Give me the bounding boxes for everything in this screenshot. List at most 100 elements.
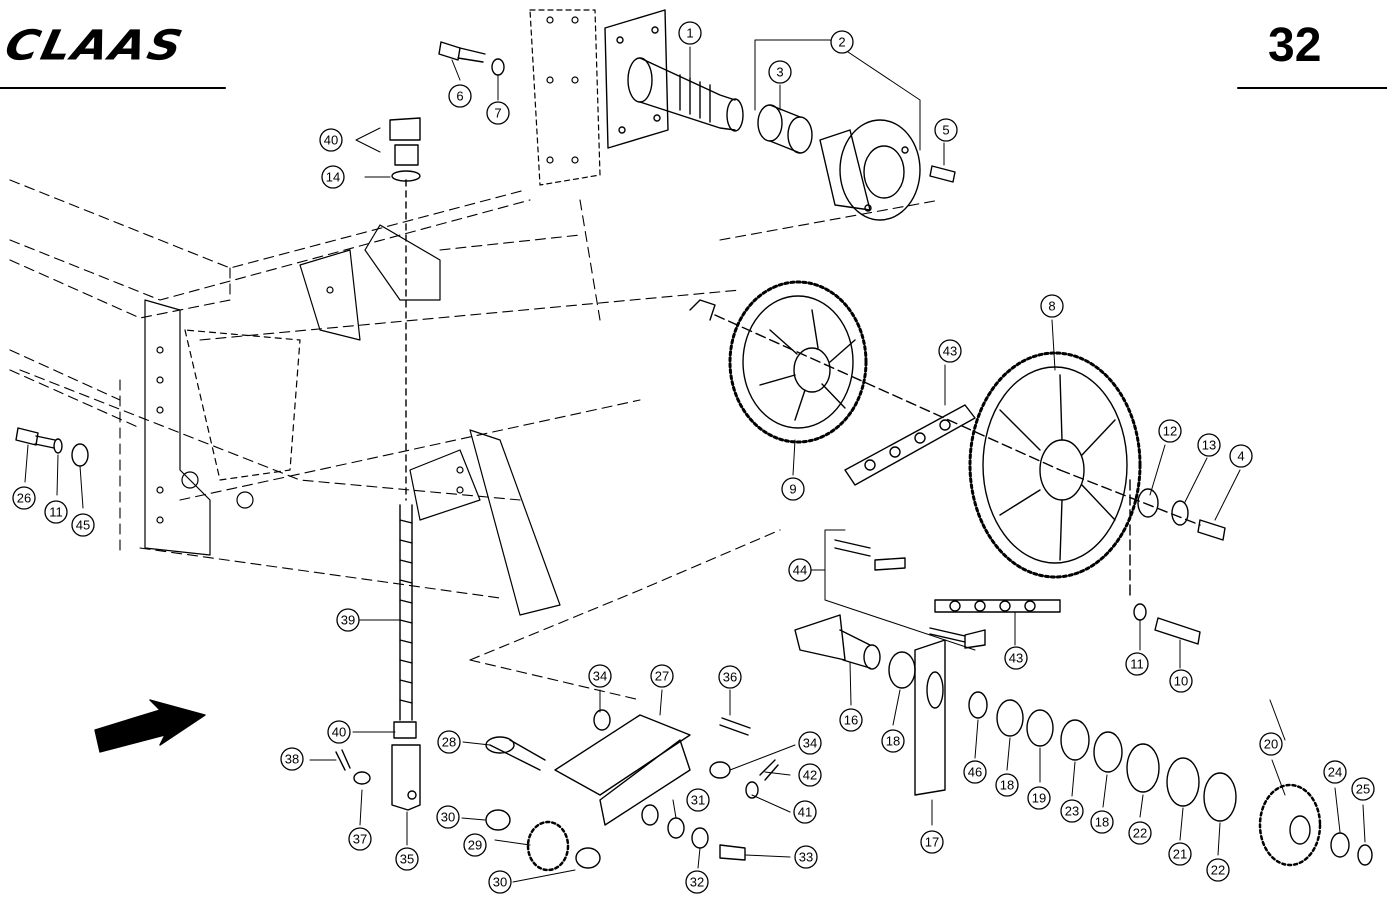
callout-circle [1060,799,1084,823]
callout-circle [1168,842,1192,866]
callout-c18c: 18 [1090,810,1114,834]
callout-circle [685,870,709,894]
callout-circle [793,800,817,824]
callout-circle [327,720,351,744]
callout-c16: 16 [839,708,863,732]
callout-label: 33 [799,850,813,865]
callout-label: 25 [1356,782,1370,797]
callout-label: 17 [925,835,939,850]
callout-c32a: 32 [685,870,709,894]
callout-label: 38 [285,752,299,767]
callout-label: 40 [324,133,338,148]
callout-c12: 12 [1158,419,1182,443]
callout-c40a: 40 [319,128,343,152]
callout-circle [448,84,472,108]
callout-layer: 1234567891011111213141617181818192021222… [12,21,1375,894]
sprocket-large-left [689,280,1061,471]
callout-c34b: 34 [798,731,822,755]
callout-circle [798,731,822,755]
callout-label: 2 [838,35,845,50]
callout-circle [1027,786,1051,810]
callout-c41: 41 [793,800,817,824]
bolt-parts-left [15,427,89,467]
callout-c26: 26 [12,486,36,510]
callout-label: 8 [1048,299,1055,314]
callout-circle [336,608,360,632]
callout-circle [1197,433,1221,457]
sprocket-fastener-parts [1133,488,1226,645]
callout-c18a: 18 [881,729,905,753]
callout-c43a: 43 [938,339,962,363]
flanged-hub-part [819,119,921,221]
callout-c18b: 18 [995,773,1019,797]
callout-label: 19 [1032,791,1046,806]
callout-circle [588,664,612,688]
callout-c2: 2 [830,30,854,54]
callout-c11b: 11 [1125,652,1149,676]
callout-label: 18 [1095,815,1109,830]
callout-c34a: 34 [588,664,612,688]
callout-circle [788,558,812,582]
callout-c22b: 22 [1206,858,1230,882]
callout-label: 35 [400,852,414,867]
callout-c22a: 22 [1128,821,1152,845]
callout-circle [768,60,792,84]
callout-label: 16 [844,713,858,728]
callout-circle [319,128,343,152]
callout-circle [12,486,36,510]
callout-c14: 14 [321,165,345,189]
callout-label: 22 [1133,826,1147,841]
bolt-parts-top [438,41,956,183]
callout-label: 34 [803,736,817,751]
callout-label: 34 [593,669,607,684]
callout-circle [963,760,987,784]
callout-circle [321,165,345,189]
callout-c45: 45 [71,513,95,537]
callout-circle [1040,294,1064,318]
callout-label: 44 [793,563,807,578]
callout-c5: 5 [934,118,958,142]
callout-label: 43 [1009,651,1023,666]
callout-c9: 9 [781,477,805,501]
callout-label: 13 [1202,438,1216,453]
callout-c33: 33 [794,845,818,869]
callout-circle [881,729,905,753]
callout-circle [1125,652,1149,676]
callout-circle [1090,810,1114,834]
callout-c30a: 30 [436,805,460,829]
callout-c36: 36 [718,665,742,689]
callout-circle [395,847,419,871]
callout-circle [794,845,818,869]
callout-label: 37 [353,832,367,847]
callout-circle [718,665,742,689]
callout-label: 42 [803,768,817,783]
callout-label: 46 [968,765,982,780]
callout-circle [1229,444,1253,468]
callout-c21: 21 [1168,842,1192,866]
callout-label: 21 [1173,847,1187,862]
callout-label: 18 [886,734,900,749]
callout-c20: 20 [1259,732,1283,756]
callout-c38: 38 [280,747,304,771]
callout-circle [1323,760,1347,784]
callout-label: 5 [942,123,949,138]
callout-label: 28 [442,735,456,750]
callout-label: 20 [1264,737,1278,752]
callout-circle [71,513,95,537]
callout-circle [650,664,674,688]
callout-label: 29 [468,838,482,853]
callout-circle [437,730,461,754]
leader-lines [24,39,1366,883]
callout-label: 41 [798,805,812,820]
callout-circle [1351,777,1375,801]
callout-label: 18 [1000,778,1014,793]
callout-circle [781,477,805,501]
callout-label: 7 [494,106,501,121]
callout-circle [678,21,702,45]
callout-circle [486,101,510,125]
callout-circle [1158,419,1182,443]
callout-label: 30 [493,875,507,890]
callout-circle [830,30,854,54]
callout-label: 24 [1328,765,1342,780]
callout-c46: 46 [963,760,987,784]
